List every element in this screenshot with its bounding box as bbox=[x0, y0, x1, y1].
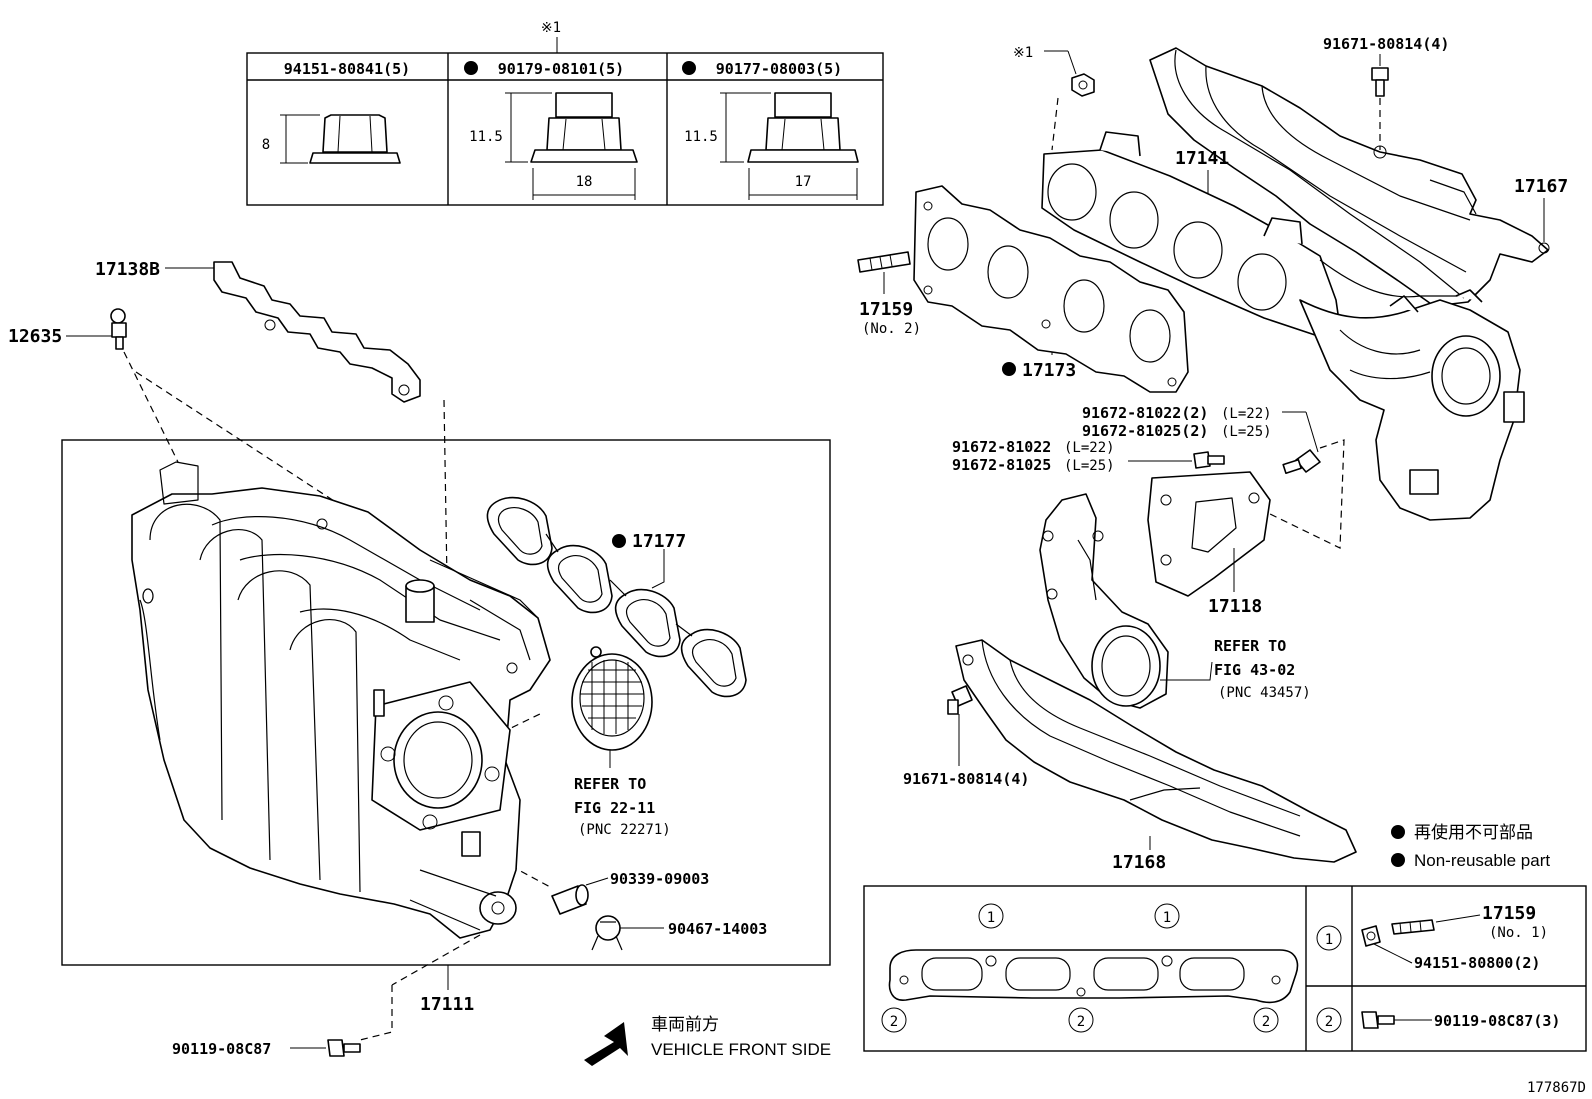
exhaust-manifold-group: ※1 91671-80814(4) 17167 17141 bbox=[857, 35, 1568, 873]
label-17118: 17118 bbox=[1208, 596, 1262, 617]
flange-nut-icon bbox=[309, 114, 401, 164]
nut-spec-table: ※1 94151-80841(5) 90179-08101(5) 90177-0… bbox=[246, 20, 884, 206]
exhaust-manifold-17141 bbox=[1041, 131, 1525, 521]
refer-fig-43-02-line1: REFER TO bbox=[1214, 637, 1286, 655]
non-reusable-dot-icon bbox=[1002, 362, 1016, 376]
label-17173: 17173 bbox=[1022, 360, 1076, 381]
refer-fig-43-02-line2: FIG 43-02 bbox=[1214, 661, 1295, 679]
intake-manifold-group: 17138B 12635 bbox=[8, 259, 831, 1058]
gasket-marker-2: 2 bbox=[1262, 1014, 1270, 1030]
label-17177: 17177 bbox=[632, 531, 686, 552]
flange-nut-icon bbox=[747, 92, 859, 163]
refer-fig-43-02-line3: (PNC 43457) bbox=[1218, 685, 1311, 701]
label-90119-08c87: 90119-08C87 bbox=[172, 1040, 271, 1058]
nut-col-3-part: 90177-08003(5) bbox=[716, 60, 842, 78]
label-91672-81022-2: 91672-81022(2) bbox=[1082, 404, 1208, 422]
nut-ref1 bbox=[1071, 73, 1095, 97]
label-91672-81022: 91672-81022 bbox=[952, 438, 1051, 456]
gasket-marker-1: 1 bbox=[987, 910, 995, 926]
vehicle-front-en: VEHICLE FRONT SIDE bbox=[651, 1040, 831, 1059]
row-marker-2: 2 bbox=[1325, 1014, 1333, 1030]
label-90119-08c87-3: 90119-08C87(3) bbox=[1434, 1012, 1560, 1030]
gasket-detail-box: 1 1 2 2 2 1 2 bbox=[863, 885, 1587, 1052]
bolt-90119-08c87-box bbox=[1361, 1011, 1395, 1029]
table-ref-mark: ※1 bbox=[541, 20, 561, 36]
label-91672-81025-2: 91672-81025(2) bbox=[1082, 422, 1208, 440]
non-reusable-dot-icon bbox=[464, 61, 478, 75]
label-91671-80814-bottom: 91671-80814(4) bbox=[903, 770, 1029, 788]
manifold-stay-17138b bbox=[213, 261, 421, 403]
row-marker-1: 1 bbox=[1325, 932, 1333, 948]
label-17159-no2-sub: (No. 2) bbox=[862, 321, 921, 337]
nut-col-1-height: 8 bbox=[262, 137, 270, 153]
bolt-91672-right bbox=[1282, 449, 1321, 475]
label-17111: 17111 bbox=[420, 994, 474, 1015]
refer-fig-22-11-line3: (PNC 22271) bbox=[578, 822, 671, 838]
bolt-91672-left bbox=[1193, 451, 1225, 469]
label-94151-80800: 94151-80800(2) bbox=[1414, 954, 1540, 972]
legend-en: Non-reusable part bbox=[1414, 851, 1550, 870]
stud-17159-no2 bbox=[857, 251, 911, 273]
label-91672-81025-len: (L=25) bbox=[1064, 458, 1115, 474]
label-12635: 12635 bbox=[8, 326, 62, 347]
bracket-17118 bbox=[1147, 471, 1271, 597]
label-17159-no2: 17159 bbox=[859, 299, 913, 320]
nut-col-1-part: 94151-80841(5) bbox=[284, 60, 410, 78]
throttle-gasket-ring bbox=[571, 646, 653, 751]
gasket-marker-1: 1 bbox=[1163, 910, 1171, 926]
label-17168: 17168 bbox=[1112, 852, 1166, 873]
intake-gasket-17177 bbox=[486, 496, 747, 698]
plug-90339-09003 bbox=[551, 884, 589, 915]
label-17167: 17167 bbox=[1514, 176, 1568, 197]
nut-col-2-part: 90179-08101(5) bbox=[498, 60, 624, 78]
label-91671-80814-top: 91671-80814(4) bbox=[1323, 35, 1449, 53]
label-91672-81025: 91672-81025 bbox=[952, 456, 1051, 474]
label-91672-81022-len: (L=22) bbox=[1064, 440, 1115, 456]
label-90467-14003: 90467-14003 bbox=[668, 920, 767, 938]
gasket-marker-2: 2 bbox=[1077, 1014, 1085, 1030]
non-reusable-dot-icon bbox=[612, 534, 626, 548]
nut-col-2-width: 18 bbox=[576, 174, 593, 190]
label-91672-81025-2-len: (L=25) bbox=[1221, 424, 1272, 440]
label-91672-81022-2-len: (L=22) bbox=[1221, 406, 1272, 422]
bolt-91671-top bbox=[1371, 67, 1389, 97]
label-17138b: 17138B bbox=[95, 259, 160, 280]
exhaust-gasket-17173 bbox=[913, 185, 1189, 393]
non-reusable-dot-icon bbox=[682, 61, 696, 75]
manifold-converter-lower bbox=[1039, 493, 1169, 709]
nut-col-2-height: 11.5 bbox=[469, 129, 503, 145]
gasket-marker-2: 2 bbox=[890, 1014, 898, 1030]
figure-number: 177867D bbox=[1527, 1080, 1586, 1096]
label-17159-no1-sub: (No. 1) bbox=[1489, 925, 1548, 941]
legend: 再使用不可部品 Non-reusable part bbox=[1391, 822, 1550, 870]
label-17141: 17141 bbox=[1175, 148, 1229, 169]
plug-12635 bbox=[110, 308, 127, 350]
stud-17159-no1 bbox=[1361, 919, 1435, 947]
heat-insulator-17167 bbox=[1149, 47, 1550, 307]
heat-insulator-17168 bbox=[955, 639, 1357, 863]
clip-90467-14003 bbox=[591, 915, 623, 951]
nut-col-3-height: 11.5 bbox=[684, 129, 718, 145]
nut-col-3-width: 17 bbox=[795, 174, 812, 190]
ref1-mark: ※1 bbox=[1013, 45, 1033, 61]
flange-nut-icon bbox=[530, 92, 638, 163]
flat-gasket-outline bbox=[888, 949, 1299, 1004]
label-90339-09003: 90339-09003 bbox=[610, 870, 709, 888]
legend-jp: 再使用不可部品 bbox=[1414, 822, 1533, 843]
intake-manifold-17111 bbox=[131, 461, 551, 939]
front-arrow-icon bbox=[584, 1022, 628, 1066]
refer-fig-22-11-line2: FIG 22-11 bbox=[574, 799, 655, 817]
refer-fig-22-11-line1: REFER TO bbox=[574, 775, 646, 793]
non-reusable-dot-icon bbox=[1391, 825, 1405, 839]
bolt-91671-bottom bbox=[947, 685, 973, 715]
vehicle-front-indicator: 車両前方 VEHICLE FRONT SIDE bbox=[584, 1015, 831, 1066]
label-17159-no1: 17159 bbox=[1482, 903, 1536, 924]
non-reusable-dot-icon bbox=[1391, 853, 1405, 867]
vehicle-front-jp: 車両前方 bbox=[651, 1015, 719, 1035]
bolt-90119-08c87 bbox=[327, 1039, 361, 1057]
